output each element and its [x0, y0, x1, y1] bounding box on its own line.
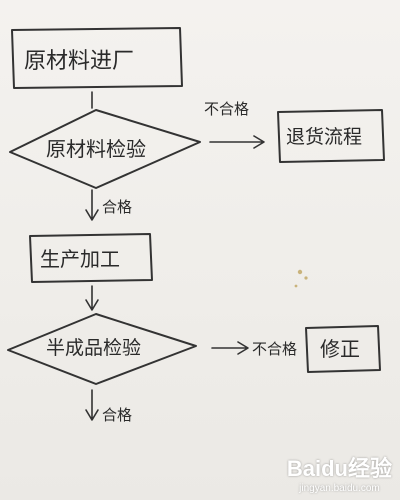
- node-inspect-raw-diamond: [9, 109, 201, 189]
- node-start-box: [11, 27, 183, 89]
- node-inspect-semi-label: 半成品检验: [46, 337, 141, 359]
- watermark-url: jingyan.baidu.com: [299, 483, 380, 494]
- node-inspect-raw: 原材料检验: [9, 109, 201, 189]
- edge-raw-pass: 合格: [85, 189, 132, 221]
- edge-raw-fail: 不合格: [204, 100, 265, 149]
- paper-stain: [304, 276, 308, 280]
- node-processing-label: 生产加工: [40, 247, 120, 271]
- node-inspect-semi: 半成品检验: [7, 313, 197, 385]
- edge-semi-fail-arrow: [211, 341, 249, 355]
- node-start-label: 原材料进厂: [24, 49, 134, 74]
- edge-semi-pass-label: 合格: [102, 406, 132, 424]
- node-start: 原材料进厂: [11, 27, 183, 89]
- connector-processing-inspect: [85, 285, 99, 311]
- node-inspect-semi-diamond: [7, 313, 197, 385]
- watermark-logo: Baidu经验: [287, 451, 392, 483]
- paper-stain: [297, 269, 303, 275]
- watermark: Baidu经验 jingyan.baidu.com: [287, 451, 392, 494]
- node-rework: 修正: [305, 325, 381, 373]
- node-inspect-raw-label: 原材料检验: [46, 137, 146, 161]
- edge-raw-pass-label: 合格: [102, 198, 132, 216]
- watermark-brand: Baidu经验: [286, 456, 392, 481]
- edge-raw-fail-label: 不合格: [204, 100, 249, 118]
- edge-semi-pass: 合格: [85, 389, 132, 424]
- paper-stain: [294, 284, 298, 288]
- edge-semi-fail-label: 不合格: [252, 340, 297, 358]
- node-return-flow-box: [277, 109, 385, 163]
- edge-raw-pass-arrow: [85, 189, 99, 221]
- node-return-flow-label: 退货流程: [286, 126, 362, 148]
- edge-semi-pass-arrow: [85, 389, 99, 421]
- node-return-flow: 退货流程: [277, 109, 385, 163]
- node-processing: 生产加工: [29, 233, 153, 283]
- node-rework-box: [305, 325, 381, 373]
- edge-raw-fail-arrow: [209, 135, 265, 149]
- node-processing-box: [29, 233, 153, 283]
- edge-semi-fail: 不合格: [211, 340, 297, 358]
- node-rework-label: 修正: [320, 337, 360, 361]
